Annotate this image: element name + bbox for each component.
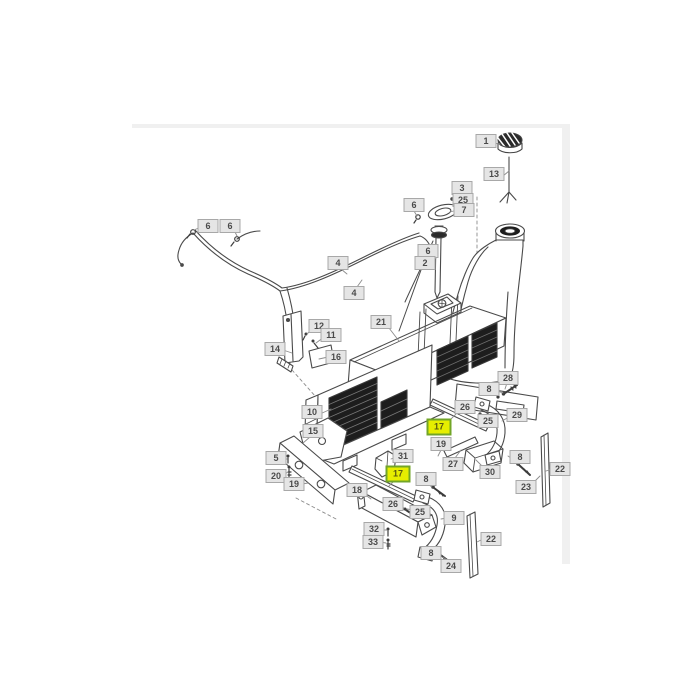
part-label-16[interactable]: 16 — [325, 350, 347, 364]
part-label-8[interactable]: 8 — [415, 472, 437, 486]
part-label-10[interactable]: 10 — [301, 405, 323, 419]
part-label-29[interactable]: 29 — [506, 408, 528, 422]
heat-shield-grids-upper — [436, 322, 498, 386]
filler-neck — [494, 223, 526, 242]
part-label-2[interactable]: 2 — [414, 256, 436, 270]
part-label-17-highlighted[interactable]: 17 — [426, 418, 452, 436]
part-label-22[interactable]: 22 — [480, 532, 502, 546]
box-30 — [463, 440, 504, 473]
part-label-18[interactable]: 18 — [346, 483, 368, 497]
part-label-6[interactable]: 6 — [219, 219, 241, 233]
strap-29 — [473, 396, 506, 466]
part-label-4[interactable]: 4 — [327, 256, 349, 270]
part-label-8[interactable]: 8 — [478, 382, 500, 396]
part-label-6[interactable]: 6 — [403, 198, 425, 212]
bracket-15 — [277, 435, 350, 505]
part-label-4[interactable]: 4 — [343, 286, 365, 300]
cap-tether — [499, 156, 517, 204]
part-label-26[interactable]: 26 — [382, 497, 404, 511]
part-label-30[interactable]: 30 — [479, 465, 501, 479]
part-label-11[interactable]: 11 — [320, 328, 342, 342]
sender-collar — [423, 293, 462, 324]
part-label-6[interactable]: 6 — [197, 219, 219, 233]
part-label-7[interactable]: 7 — [453, 203, 475, 217]
fuel-cap — [497, 132, 523, 154]
bracket-14 — [276, 310, 304, 373]
part-label-14[interactable]: 14 — [264, 342, 286, 356]
part-label-24[interactable]: 24 — [440, 559, 462, 573]
strip-22-right — [540, 432, 551, 508]
part-label-8[interactable]: 8 — [509, 450, 531, 464]
part-label-31[interactable]: 31 — [392, 449, 414, 463]
part-label-26[interactable]: 26 — [454, 400, 476, 414]
part-label-33[interactable]: 33 — [362, 535, 384, 549]
part-label-25[interactable]: 25 — [409, 505, 431, 519]
part-label-22[interactable]: 22 — [549, 462, 571, 476]
content-frame-top — [132, 124, 568, 128]
fuel-sender — [430, 225, 448, 299]
part-label-13[interactable]: 13 — [483, 167, 505, 181]
part-label-1[interactable]: 1 — [475, 134, 497, 148]
lower-tank-shield — [299, 344, 445, 472]
strip-22-bottom — [466, 511, 479, 579]
part-label-19[interactable]: 19 — [283, 477, 305, 491]
fasteners — [186, 181, 531, 563]
part-label-5[interactable]: 5 — [265, 451, 287, 465]
strip-17-left — [348, 465, 417, 503]
part-label-27[interactable]: 27 — [442, 457, 464, 471]
part-label-15[interactable]: 15 — [302, 424, 324, 438]
content-frame-right — [562, 124, 570, 564]
part-label-23[interactable]: 23 — [515, 480, 537, 494]
part-label-28[interactable]: 28 — [497, 371, 519, 385]
part-label-19[interactable]: 19 — [430, 437, 452, 451]
part-label-25[interactable]: 25 — [477, 414, 499, 428]
part-label-3[interactable]: 3 — [451, 181, 473, 195]
part-label-9[interactable]: 9 — [443, 511, 465, 525]
part-label-32[interactable]: 32 — [363, 522, 385, 536]
part-label-8[interactable]: 8 — [420, 546, 442, 560]
bar-27 — [443, 436, 479, 458]
part-label-20[interactable]: 20 — [265, 469, 287, 483]
part-label-17-highlighted[interactable]: 17 — [385, 465, 411, 483]
part-label-21[interactable]: 21 — [370, 315, 392, 329]
